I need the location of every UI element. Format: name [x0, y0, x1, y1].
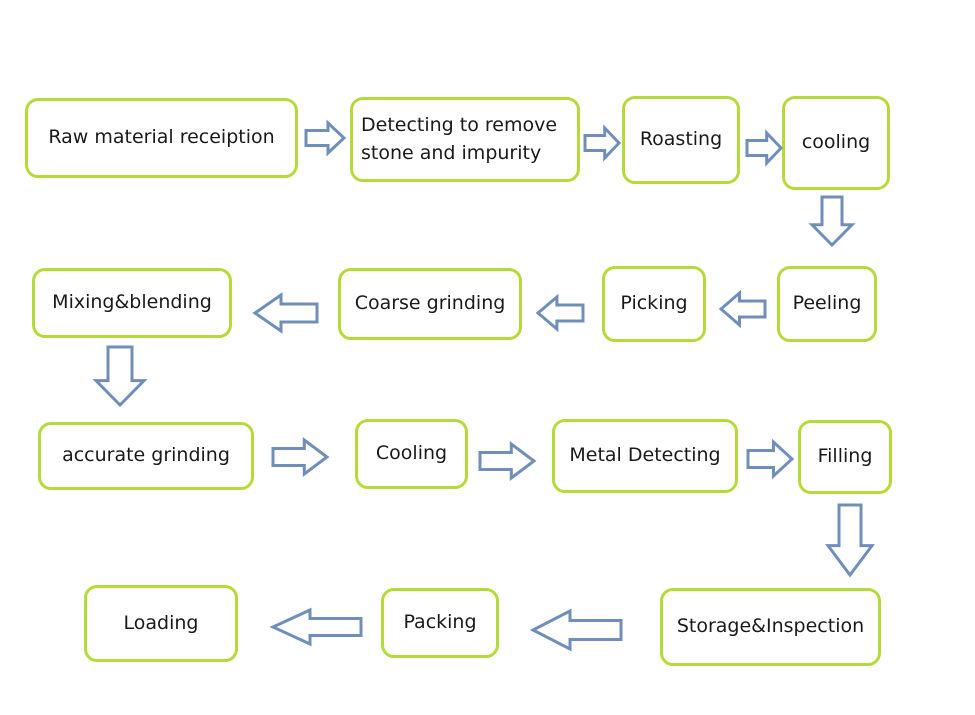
step-label: Raw material receiption: [48, 126, 275, 149]
step-label: Mixing&blending: [52, 291, 212, 314]
step-label: Storage&Inspection: [676, 615, 865, 638]
step-accurate-grinding: accurate grinding: [38, 422, 254, 490]
step-peeling: Peeling: [777, 266, 877, 342]
step-cooling-first: cooling: [782, 96, 890, 190]
arrow-storage-to-packing-icon: [529, 608, 623, 652]
arrow-cooling-to-metal-icon: [478, 441, 537, 481]
step-label: Coarse grinding: [354, 292, 506, 315]
arrow-cooling-to-peeling-icon: [808, 195, 856, 248]
arrow-roasting-to-cooling-icon: [745, 129, 784, 167]
step-metal-detecting: Metal Detecting: [552, 419, 738, 493]
arrow-detecting-to-roasting-icon: [583, 124, 622, 162]
step-label: Roasting: [639, 128, 723, 151]
step-packing: Packing: [381, 588, 499, 658]
step-label: Packing: [403, 611, 477, 634]
step-storage-inspection: Storage&Inspection: [660, 588, 881, 666]
arrow-metal-to-filling-icon: [746, 438, 795, 480]
step-roasting: Roasting: [622, 96, 740, 184]
step-label: Metal Detecting: [569, 444, 721, 467]
arrow-coarse-to-mixing-icon: [252, 292, 319, 334]
step-mixing-blending: Mixing&blending: [32, 268, 232, 338]
arrow-picking-to-coarse-icon: [535, 293, 585, 333]
step-label: Picking: [620, 292, 688, 315]
step-picking: Picking: [602, 266, 706, 342]
arrow-raw-to-detecting-icon: [304, 119, 347, 157]
arrow-peeling-to-picking-icon: [718, 289, 767, 329]
step-label: Peeling: [792, 292, 862, 315]
step-loading: Loading: [84, 585, 238, 662]
arrow-packing-to-loading-icon: [269, 607, 363, 647]
step-coarse-grinding: Coarse grinding: [338, 268, 522, 340]
arrow-layer: [92, 119, 875, 652]
step-label: cooling: [801, 131, 871, 154]
step-cooling-second: Cooling: [355, 419, 468, 489]
step-label: Detecting to remove stone and impurity: [361, 113, 558, 164]
step-label: Loading: [123, 611, 199, 634]
arrow-filling-to-storage-icon: [825, 503, 875, 578]
step-label: Cooling: [375, 442, 448, 465]
step-filling: Filling: [798, 420, 892, 494]
step-raw-material-receiption: Raw material receiption: [25, 98, 298, 178]
arrow-accurate-to-cooling-icon: [271, 437, 330, 477]
step-label: Filling: [817, 445, 873, 468]
step-detecting-stone-impurity: Detecting to remove stone and impurity: [350, 97, 580, 182]
step-label: accurate grinding: [62, 444, 230, 467]
arrow-mixing-to-accurate-icon: [92, 345, 148, 408]
